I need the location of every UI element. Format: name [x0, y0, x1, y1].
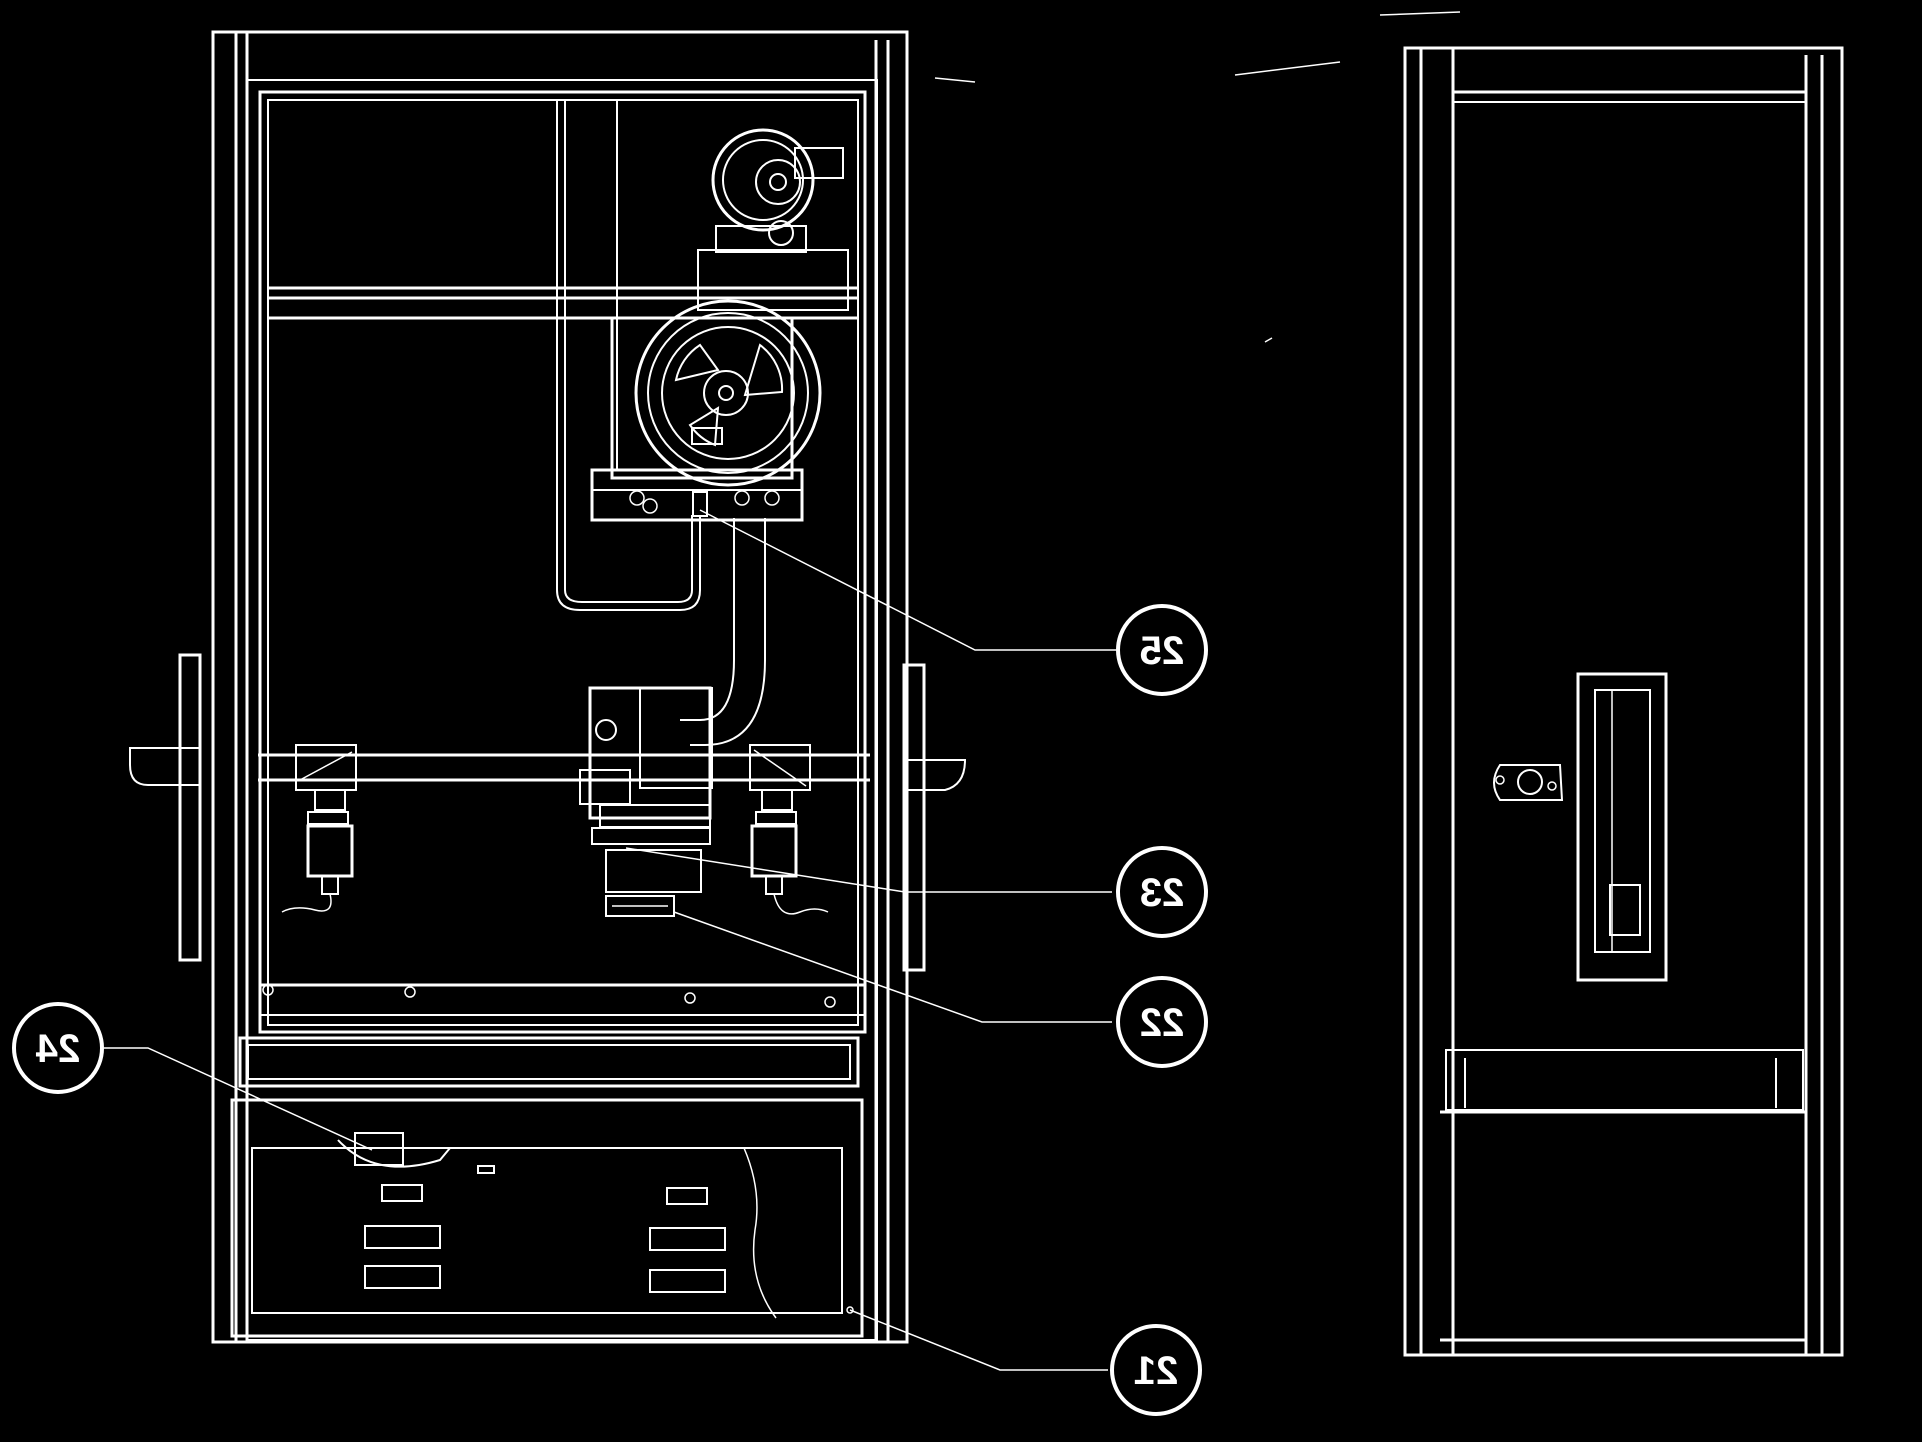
- upper-shelf: [268, 286, 858, 320]
- callout-21: 21: [1110, 1324, 1202, 1416]
- side-view: [1403, 46, 1844, 1357]
- leader-22: [673, 911, 1112, 1023]
- side-brackets: [129, 653, 967, 972]
- lower-strip: [238, 1036, 860, 1088]
- leader-lines: [104, 509, 1118, 1371]
- leader-21: [849, 1309, 1108, 1371]
- manifold: [258, 744, 870, 791]
- left-igniter: [281, 789, 354, 913]
- callout-25: 25: [1116, 604, 1208, 696]
- right-igniter: [750, 789, 829, 915]
- callout-23: 23: [1116, 846, 1208, 938]
- front-view: [129, 30, 967, 1344]
- leader-25: [699, 509, 1118, 651]
- svg-text:21: 21: [1134, 1349, 1179, 1393]
- leader-24: [104, 1047, 373, 1151]
- control-compartment: [230, 1098, 864, 1338]
- side-view-port: [1493, 764, 1564, 801]
- callout-24: 24: [12, 1002, 104, 1094]
- svg-text:23: 23: [1140, 871, 1185, 915]
- side-handle: [1576, 672, 1668, 982]
- gas-valve: [579, 686, 713, 917]
- svg-text:22: 22: [1140, 1001, 1185, 1045]
- front-cabinet-frame: [211, 30, 909, 1344]
- svg-text:25: 25: [1140, 629, 1185, 673]
- leader-23: [625, 847, 1112, 893]
- vertical-duct: [556, 100, 701, 611]
- scan-artifacts: [934, 11, 1461, 343]
- bottom-rail: [260, 983, 865, 1016]
- svg-text:24: 24: [35, 1027, 80, 1071]
- callout-22: 22: [1116, 976, 1208, 1068]
- blower-assembly: [590, 128, 849, 522]
